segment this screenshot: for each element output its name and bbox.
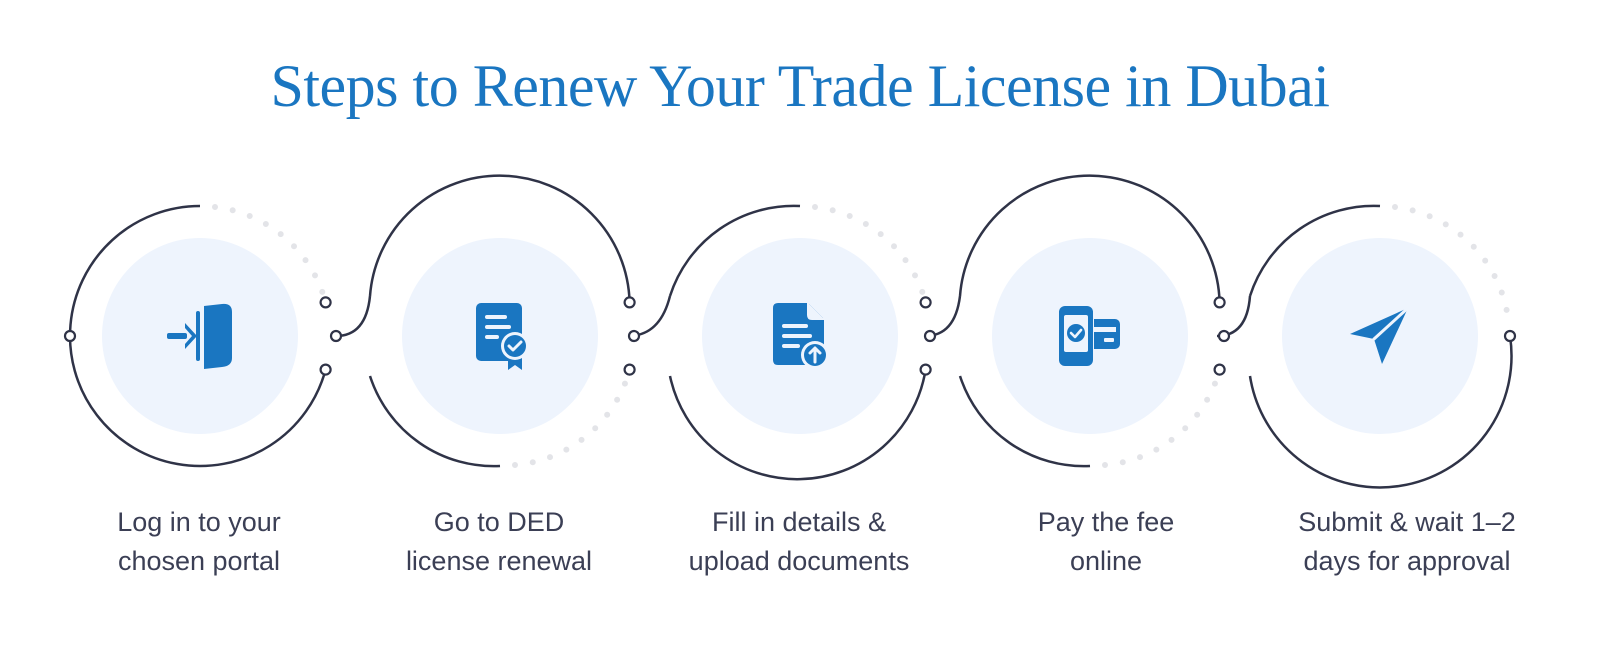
step-3-label: Fill in details & upload documents bbox=[649, 503, 949, 581]
step-1-dotted-arc bbox=[212, 204, 329, 306]
step-2-ring bbox=[368, 375, 501, 468]
step-4-label-line-2: online bbox=[1069, 546, 1143, 576]
step-3-bottom-ring bbox=[668, 369, 927, 481]
step-4 bbox=[958, 174, 1223, 468]
junction-dot bbox=[319, 296, 332, 309]
step-3 bbox=[668, 204, 929, 481]
step-2-top-ring bbox=[368, 174, 631, 303]
junction-dot bbox=[1213, 363, 1226, 376]
step-1-ring bbox=[68, 204, 327, 468]
step-4-label: Pay the fee online bbox=[956, 503, 1256, 581]
step-5-ring bbox=[1248, 204, 1381, 297]
junction-dot bbox=[63, 329, 77, 343]
junction-dot bbox=[1213, 296, 1226, 309]
step-4-label-line-1: Pay the fee bbox=[1037, 507, 1175, 537]
login-door-icon bbox=[167, 303, 232, 369]
step-5-label: Submit & wait 1–2 days for approval bbox=[1257, 503, 1557, 581]
junction-dot bbox=[1503, 329, 1517, 343]
junction-dot bbox=[1217, 329, 1231, 343]
page-title: Steps to Renew Your Trade License in Dub… bbox=[270, 53, 1330, 119]
step-1-label-line-1: Log in to your bbox=[117, 507, 281, 537]
junction-dot bbox=[627, 329, 641, 343]
paper-plane-icon bbox=[1350, 306, 1410, 364]
mobile-payment-icon bbox=[1056, 304, 1120, 368]
junction-dot bbox=[329, 329, 343, 343]
step-4-ring bbox=[958, 375, 1091, 468]
step-4-dotted-arc bbox=[1102, 366, 1223, 468]
step-5-label-line-1: Submit & wait 1–2 bbox=[1298, 507, 1516, 537]
step-3-label-line-2: upload documents bbox=[688, 546, 910, 576]
junction-dots bbox=[63, 296, 1517, 376]
step-2 bbox=[368, 174, 633, 468]
step-2-label-line-2: license renewal bbox=[405, 546, 593, 576]
step-2-dotted-arc bbox=[512, 366, 633, 468]
document-upload-icon bbox=[773, 303, 829, 369]
step-3-label-line-1: Fill in details & bbox=[711, 507, 887, 537]
connector-1-2 bbox=[335, 295, 372, 338]
junction-dot bbox=[319, 363, 332, 376]
step-5-label-line-2: days for approval bbox=[1303, 546, 1511, 576]
step-3-ring bbox=[668, 204, 801, 297]
step-2-label: Go to DED license renewal bbox=[349, 503, 649, 581]
junction-dot bbox=[919, 296, 932, 309]
step-5-bottom-ring bbox=[1248, 335, 1513, 489]
junction-dot bbox=[923, 329, 937, 343]
step-5 bbox=[1248, 204, 1513, 489]
junction-dot bbox=[919, 363, 932, 376]
step-2-label-line-1: Go to DED bbox=[433, 507, 565, 537]
step-1 bbox=[68, 204, 329, 468]
step-4-top-ring bbox=[958, 174, 1221, 303]
certificate-document-icon bbox=[476, 303, 529, 370]
junction-dot bbox=[623, 296, 636, 309]
step-1-label-line-2: chosen portal bbox=[117, 546, 281, 576]
step-3-dotted-arc bbox=[812, 204, 929, 306]
junction-dot bbox=[623, 363, 636, 376]
step-1-label: Log in to your chosen portal bbox=[49, 503, 349, 581]
